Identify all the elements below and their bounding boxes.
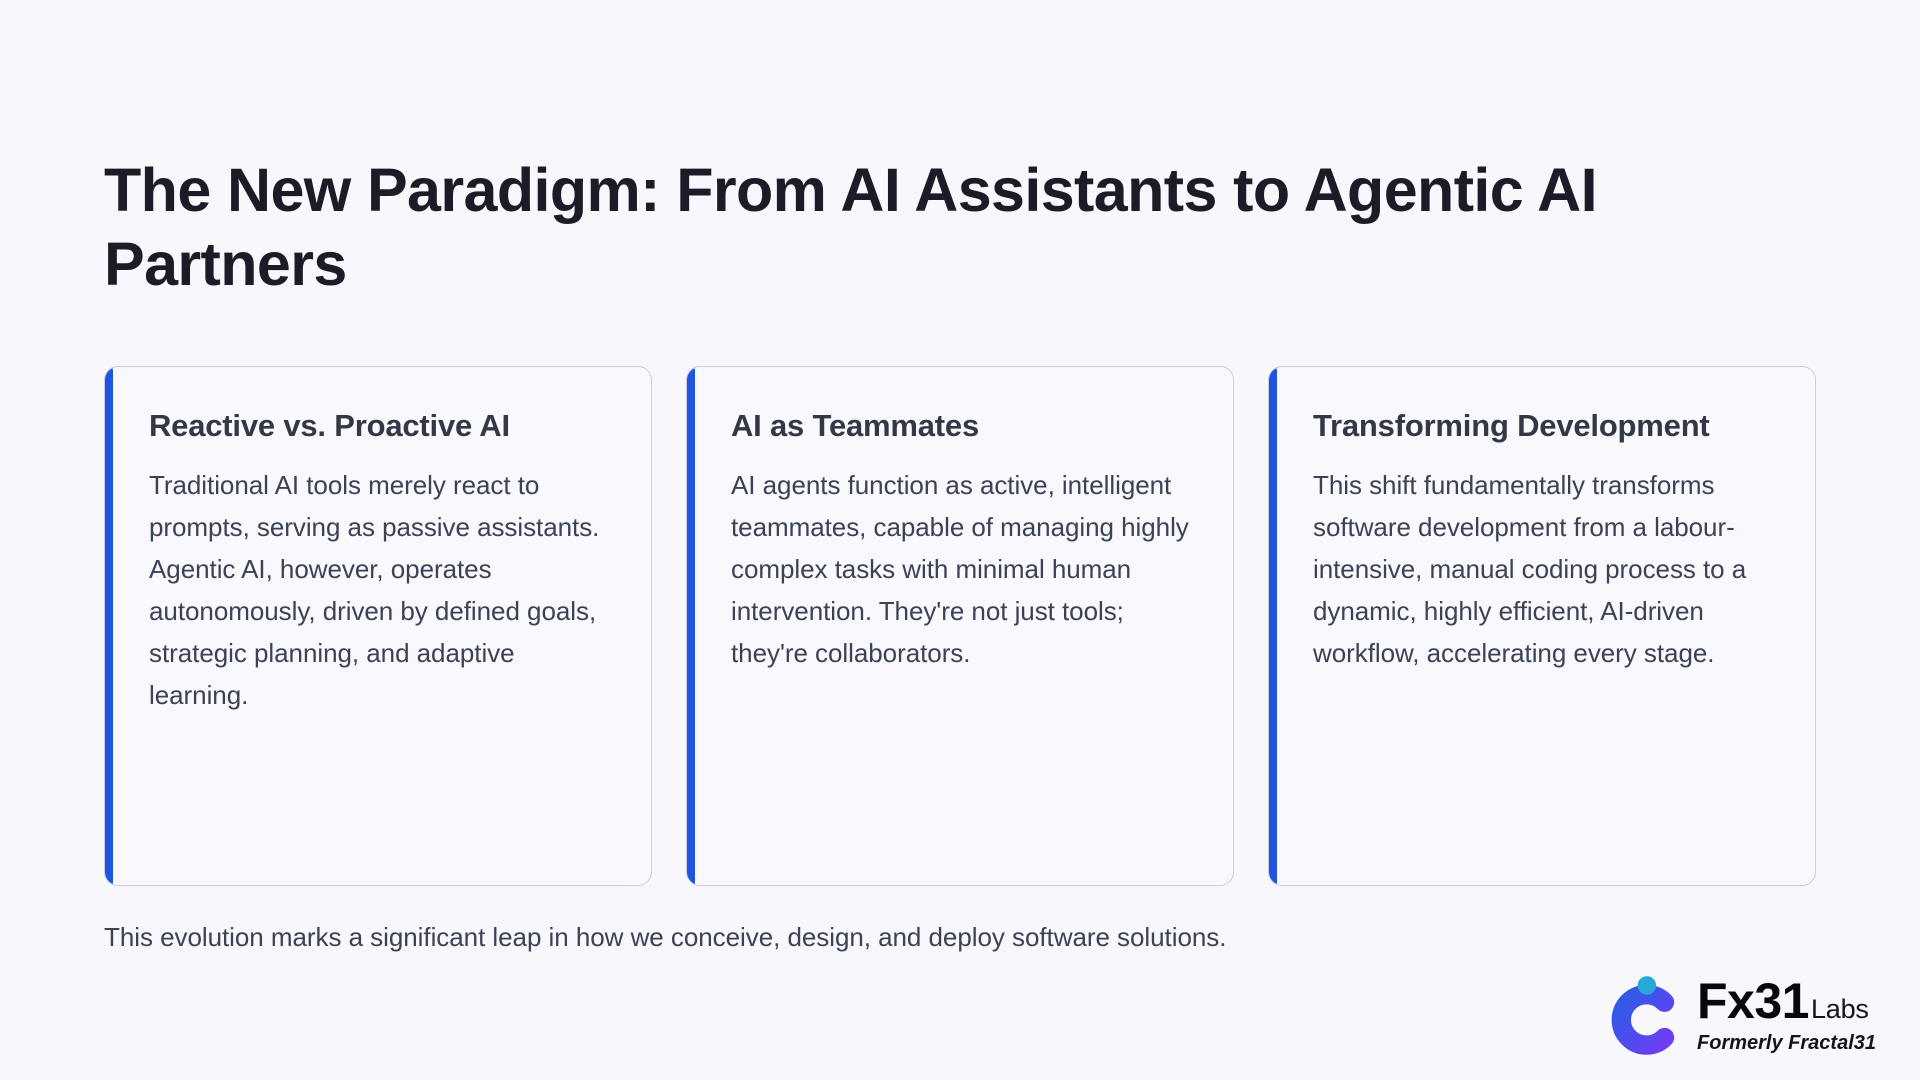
fx31-c-mark-icon xyxy=(1611,976,1675,1055)
card-accent-bar xyxy=(1269,367,1277,885)
card-body: This shift fundamentally transforms soft… xyxy=(1313,469,1747,669)
card-reactive-vs-proactive-ai[interactable]: Reactive vs. Proactive AI Traditional AI… xyxy=(104,366,652,886)
card-transforming-development[interactable]: Transforming Development This shift fund… xyxy=(1268,366,1816,886)
logo-text-block: Fx31 Labs Formerly Fractal31 xyxy=(1697,976,1876,1053)
footer-note: This evolution marks a significant leap … xyxy=(104,922,1227,952)
card-body: Traditional AI tools merely react to pro… xyxy=(149,469,600,711)
card-title: Transforming Development xyxy=(1313,408,1710,443)
card-body: AI agents function as active, intelligen… xyxy=(731,469,1189,669)
logo-wordmark: Fx31 Labs xyxy=(1697,976,1876,1026)
logo-wordmark-secondary: Labs xyxy=(1810,993,1869,1024)
page-title: The New Paradigm: From AI Assistants to … xyxy=(104,155,1598,299)
card-ai-as-teammates[interactable]: AI as Teammates AI agents function as ac… xyxy=(686,366,1234,886)
logo-wordmark-primary: Fx31 xyxy=(1697,972,1809,1029)
card-accent-bar xyxy=(687,367,695,885)
fx31-labs-logo: Fx31 Labs Formerly Fractal31 xyxy=(1599,966,1876,1062)
card-title: AI as Teammates xyxy=(731,408,979,443)
card-list: Reactive vs. Proactive AI Traditional AI… xyxy=(104,366,1816,886)
card-title: Reactive vs. Proactive AI xyxy=(149,408,510,443)
card-accent-bar xyxy=(105,367,113,885)
logo-tagline: Formerly Fractal31 xyxy=(1697,1031,1876,1054)
